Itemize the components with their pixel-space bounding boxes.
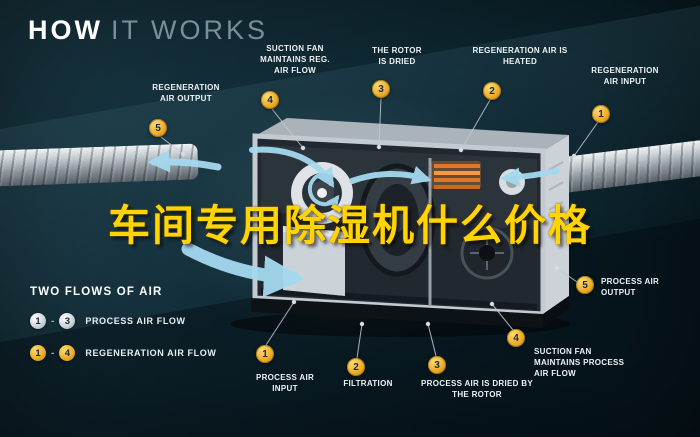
- step-badge-3-top: 3: [372, 80, 390, 98]
- step-badge-4-bottom: 4: [507, 329, 525, 347]
- callout-label-regen-air-input: REGENERATION AIR INPUT: [591, 66, 659, 86]
- overlay-watermark-text: 车间专用除湿机什么价格: [107, 201, 592, 250]
- legend-row-regeneration: 1 - 4 REGENERATION AIR FLOW: [30, 345, 216, 361]
- legend-row-process: 1 - 3 PROCESS AIR FLOW: [30, 313, 186, 329]
- callout-label-rotor-dried: THE ROTOR IS DRIED: [372, 46, 422, 66]
- legend-separator: -: [51, 315, 55, 327]
- legend-label-regeneration: REGENERATION AIR FLOW: [85, 348, 217, 358]
- title-bold: HOW: [28, 15, 103, 45]
- step-badge-1-bottom: 1: [256, 345, 274, 363]
- legend-separator: -: [51, 347, 55, 359]
- step-badge-1-top: 1: [592, 105, 610, 123]
- step-badge-2-top: 2: [483, 82, 501, 100]
- callout-label-process-air-output: PROCESS AIR OUTPUT: [601, 277, 660, 297]
- legend-badge-to: 3: [59, 313, 76, 329]
- callout-label-process-air-dried: PROCESS AIR IS DRIED BY THE ROTOR: [421, 379, 533, 399]
- regeneration-output-duct: [0, 143, 199, 187]
- legend-badge-to: 4: [59, 345, 76, 361]
- legend: TWO FLOWS OF AIR 1 - 3 PROCESS AIR FLOW …: [30, 286, 216, 361]
- callout-label-filtration: FILTRATION: [343, 379, 393, 388]
- step-badge-4-top: 4: [261, 91, 279, 109]
- legend-badge-from: 1: [30, 345, 46, 361]
- step-badge-3-bottom: 3: [428, 356, 446, 374]
- step-badge-5-bottom: 5: [576, 276, 594, 294]
- title-light: IT WORKS: [110, 15, 268, 45]
- callout-label-regeneration-air-output: REGENERATION AIR OUTPUT: [152, 83, 220, 103]
- callout-label-suction-fan-process: SUCTION FAN MAINTAINS PROCESS AIR FLOW: [534, 347, 625, 378]
- step-badge-2-bottom: 2: [347, 358, 365, 376]
- step-badge-5-top: 5: [149, 119, 167, 137]
- callout-label-suction-fan-reg: SUCTION FAN MAINTAINS REG. AIR FLOW: [260, 44, 330, 75]
- callout-label-process-air-input: PROCESS AIR INPUT: [255, 373, 315, 393]
- legend-heading: TWO FLOWS OF AIR: [30, 286, 163, 298]
- legend-badge-from: 1: [30, 313, 46, 329]
- callout-label-regen-air-heated: REGENERATION AIR IS HEATED: [472, 46, 568, 66]
- legend-label-process: PROCESS AIR FLOW: [85, 316, 186, 326]
